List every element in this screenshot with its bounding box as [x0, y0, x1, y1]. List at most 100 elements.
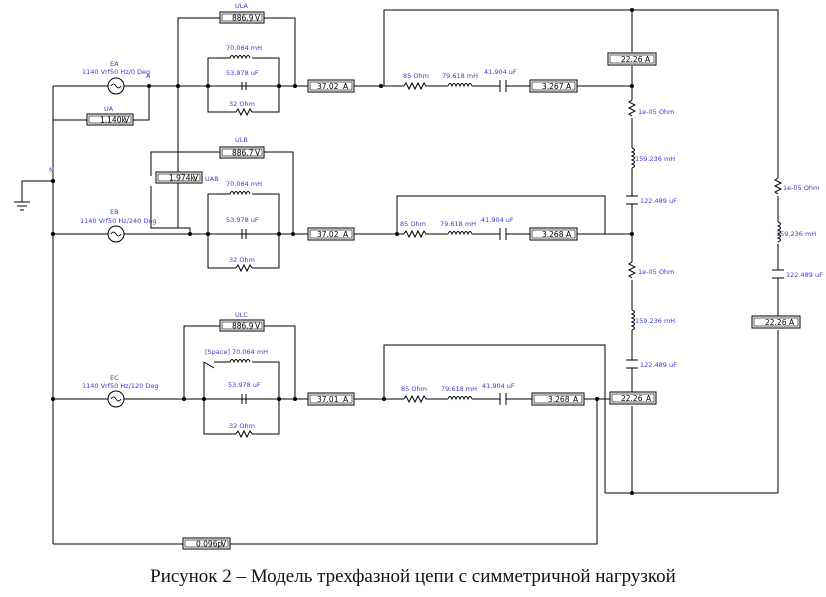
ammeter-phase-a-load: 3.267 A — [529, 79, 578, 93]
ammeter-phase-b-line: 37.02 A — [307, 227, 355, 241]
label-capacitor-a-parallel: 53.978 uF — [226, 69, 259, 77]
meters: 886.9 V 1.140k V 886.7 V 1.974k V 88 — [86, 11, 801, 550]
capacitor-right1-bottom — [626, 359, 638, 369]
label-capacitor-right1-bottom: 122.489 uF — [640, 361, 677, 369]
ulc-unit: V — [255, 322, 261, 331]
inductor-right2 — [776, 221, 781, 243]
ammeter-c-line-unit: A — [343, 395, 349, 404]
uab-value: 1.974k — [169, 174, 195, 183]
resistor-b-parallel — [235, 263, 253, 273]
label-inductor-b-parallel: 70.064 mH — [226, 180, 262, 188]
ammeter-a-load-unit: A — [566, 82, 572, 91]
ua-value: 1.140k — [100, 116, 126, 125]
inductor-b-parallel — [229, 191, 251, 196]
label-capacitor-b-parallel: 53.978 uF — [226, 216, 259, 224]
ua-name: UA — [104, 105, 114, 113]
ammeter-a-load-value: 3.267 — [542, 82, 564, 91]
resistor-right1-bottom — [627, 261, 637, 279]
capacitor-b-series — [499, 228, 507, 240]
ground-label: N — [49, 166, 54, 174]
ammeter-right-mid-value: 22.26 — [765, 318, 787, 327]
sources — [107, 77, 125, 408]
label-resistor-right2: 1e-05 Ohm — [783, 184, 819, 192]
inductor-a-series — [447, 83, 473, 88]
inductor-b-series — [447, 231, 473, 236]
ammeter-c-load-unit: A — [573, 395, 579, 404]
ulc-value: 886.9 — [232, 322, 254, 331]
capacitor-right2 — [772, 269, 784, 279]
label-inductor-right1-bottom: 159.236 mH — [635, 317, 675, 325]
label-capacitor-c-series: 41.904 uF — [482, 382, 515, 390]
ammeter-c-load-value: 3.268 — [548, 395, 570, 404]
ammeter-b-line-unit: A — [343, 230, 349, 239]
label-inductor-a-series: 79.618 mH — [442, 72, 478, 80]
capacitor-right1-top — [626, 195, 638, 205]
ula-value: 886.9 — [232, 14, 254, 23]
label-resistor-a-series: 85 Ohm — [403, 72, 429, 80]
ula-unit: V — [255, 14, 261, 23]
capacitor-c-series — [499, 393, 507, 405]
ammeter-right-mid-unit: A — [789, 318, 795, 327]
inductor-right1-top — [630, 147, 635, 169]
voltmeter-ua: 1.140k V — [86, 113, 134, 126]
resistor-b-series — [403, 229, 429, 239]
node-a-label: A — [146, 72, 151, 80]
label-inductor-b-series: 79.618 mH — [440, 220, 476, 228]
wire-ground — [21, 180, 53, 202]
uab-name: UAB — [205, 175, 219, 183]
capacitor-a-parallel — [241, 82, 247, 90]
ammeter-b-load-value: 3.268 — [542, 230, 564, 239]
ground-icon — [14, 201, 30, 211]
ulb-unit: V — [255, 149, 261, 158]
ammeter-right-low-unit: A — [646, 394, 652, 403]
inductor-right1-bottom — [630, 309, 635, 331]
inductor-c-parallel — [229, 359, 251, 364]
ulb-name: ULB — [235, 136, 248, 144]
ammeter-phase-a-line: 37.02 A — [307, 79, 355, 93]
resistor-a-series — [403, 81, 429, 91]
voltmeter-neutral: 0.096p V — [182, 537, 231, 550]
label-capacitor-a-series: 41.904 uF — [484, 68, 517, 76]
source-c-name: EC — [110, 374, 119, 382]
voltmeter-uab: 1.974k V — [155, 171, 203, 184]
label-capacitor-c-parallel: 53.978 uF — [228, 381, 261, 389]
label-inductor-right2: 159.236 mH — [776, 230, 816, 238]
resistor-right1-top — [627, 99, 637, 117]
label-resistor-a-parallel: 32 Ohm — [229, 100, 255, 108]
ammeter-right-top-unit: A — [645, 55, 651, 64]
junctions — [51, 8, 634, 495]
label-capacitor-b-series: 41.904 uF — [481, 216, 514, 224]
switch-c — [203, 361, 215, 369]
voltmeter-ula: 886.9 V — [219, 11, 265, 24]
label-capacitor-right2: 122.489 uF — [786, 271, 823, 279]
resistor-c-parallel — [235, 429, 253, 439]
label-inductor-c-series: 79.618 mH — [441, 385, 477, 393]
ammeter-b-load-unit: A — [566, 230, 572, 239]
label-resistor-right1-top: 1e-05 Ohm — [638, 108, 674, 116]
ammeter-phase-b-load: 3.268 A — [529, 227, 578, 241]
ammeter-right-top-value: 22.26 — [621, 55, 643, 64]
components — [14, 55, 784, 439]
ammeter-right-low-value: 22.26 — [621, 394, 643, 403]
label-resistor-b-series: 85 Ohm — [400, 220, 426, 228]
source-c-spec: 1140 Vrf50 Hz/120 Deg — [82, 382, 158, 390]
un-unit: V — [221, 540, 227, 549]
resistor-right2 — [773, 177, 783, 195]
source-b-name: EB — [110, 208, 119, 216]
uab-unit: V — [193, 174, 199, 183]
un-value: 0.096p — [196, 540, 222, 549]
wires — [21, 9, 779, 545]
source-a-name: EA — [110, 60, 119, 68]
label-inductor-c-parallel: [Space] 70.064 mH — [205, 348, 268, 356]
ammeter-c-line-value: 37.01 — [317, 395, 339, 404]
label-capacitor-right1-top: 122.489 uF — [640, 197, 677, 205]
label-resistor-c-series: 85 Ohm — [401, 385, 427, 393]
resistor-a-parallel — [235, 107, 253, 117]
source-a-spec: 1140 Vrf50 Hz/0 Deg — [82, 68, 150, 76]
capacitor-a-series — [499, 80, 507, 92]
ammeter-a-line-unit: A — [343, 82, 349, 91]
ammeter-a-line-value: 37.02 — [317, 82, 339, 91]
capacitor-b-parallel — [241, 229, 247, 239]
ulb-value: 886.7 — [232, 149, 254, 158]
source-b-spec: 1140 Vrf50 Hz/240 Deg — [80, 217, 156, 225]
